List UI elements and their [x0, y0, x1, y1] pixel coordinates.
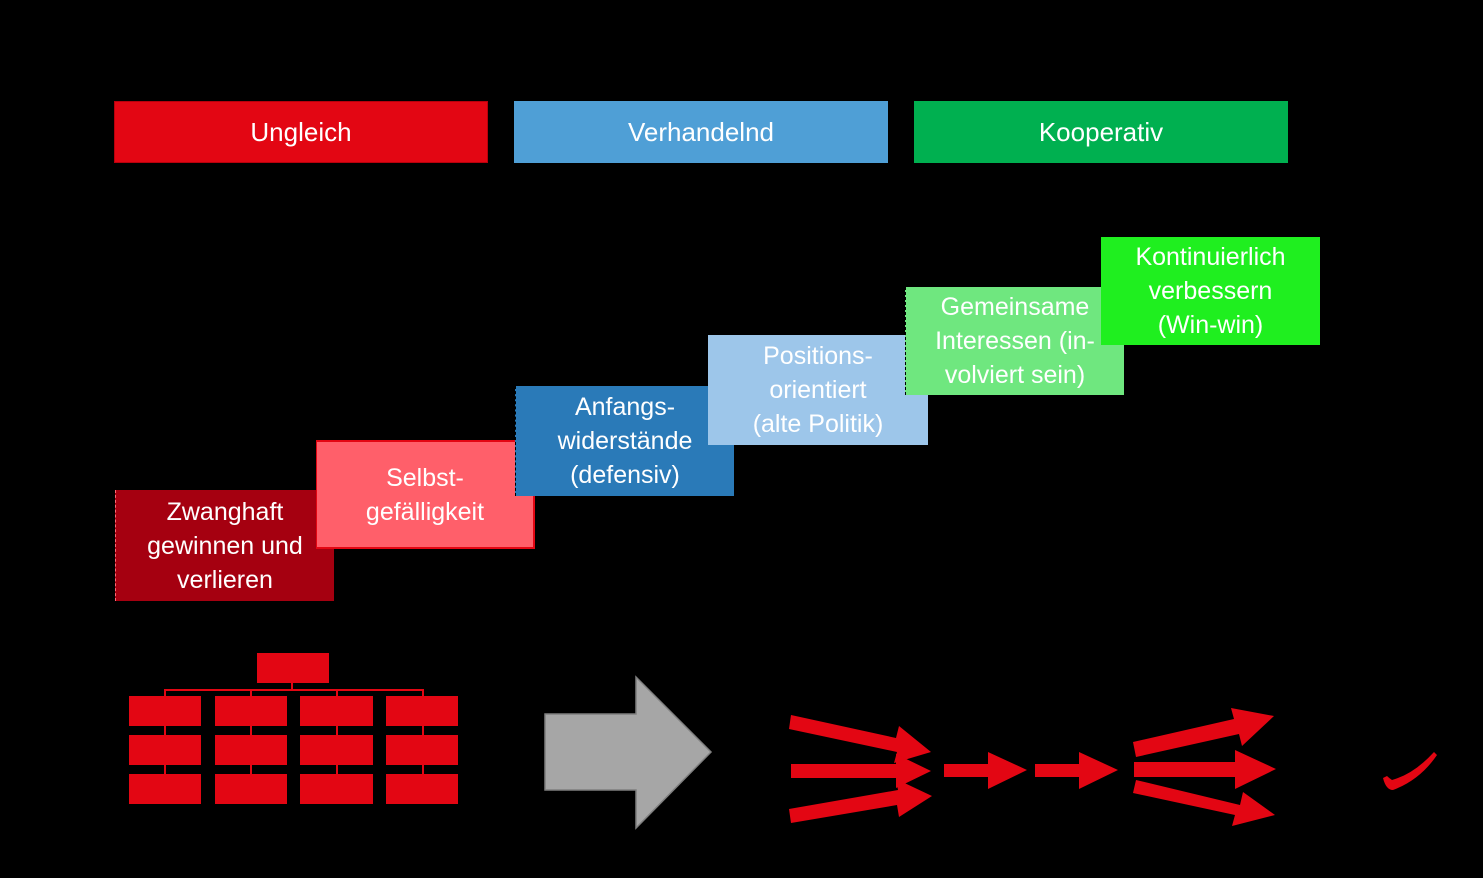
step-kontinuierlich: Kontinuierlich verbessern (Win-win)	[1101, 237, 1320, 345]
right-arrow-icon	[544, 675, 713, 830]
step-gemeinsame-interessen: Gemeinsame Interessen (in- volviert sein…	[905, 287, 1124, 395]
step-zwanghaft-label: Zwanghaft gewinnen und verlieren	[147, 497, 303, 594]
step-anfangswiderstaende: Anfangs- widerstände (defensiv)	[515, 386, 734, 496]
category-kooperativ-label: Kooperativ	[1038, 117, 1164, 147]
step-selbstgefaelligkeit: Selbst- gefälligkeit	[316, 440, 535, 549]
category-ungleich-label: Ungleich	[250, 117, 352, 147]
step-anfangswiderstaende-label: Anfangs- widerstände (defensiv)	[557, 393, 693, 489]
converging-diverging-arrows-icon	[789, 708, 1276, 826]
category-verhandelnd-label: Verhandelnd	[627, 117, 775, 147]
step-gemeinsame-interessen-label: Gemeinsame Interessen (in- volviert sein…	[935, 293, 1095, 389]
step-positionsorientiert: Positions- orientiert (alte Politik)	[708, 335, 928, 445]
step-selbstgefaelligkeit-label: Selbst- gefälligkeit	[365, 463, 485, 526]
check-mark-icon	[1383, 752, 1437, 790]
category-kooperativ: Kooperativ	[914, 101, 1288, 163]
step-zwanghaft: Zwanghaft gewinnen und verlieren	[115, 490, 334, 601]
step-positionsorientiert-label: Positions- orientiert (alte Politik)	[752, 342, 884, 438]
category-verhandelnd: Verhandelnd	[514, 101, 888, 163]
step-kontinuierlich-label: Kontinuierlich verbessern (Win-win)	[1135, 243, 1286, 339]
category-ungleich: Ungleich	[114, 101, 488, 163]
org-chart-icon	[129, 653, 458, 804]
